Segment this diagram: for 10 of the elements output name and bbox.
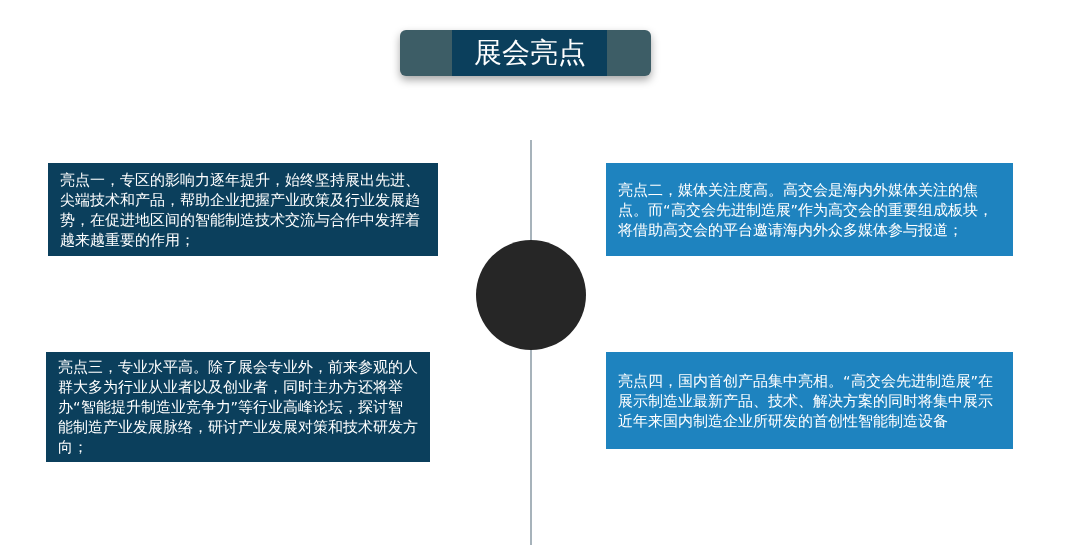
highlight-box [606,352,1013,449]
highlight-text: 亮点三，专业水平高。除了展会专业外，前来参观的人群大多为行业从业者以及创业者，同时主办方还将举办“智能提升制造业竞争力”等行业高峰论坛，探讨智能制造产业发展脉络，研讨产业发展对策和技术研发方向； [58,358,418,457]
highlight-box [48,163,438,256]
highlight-text: 亮点四，国内首创产品集中亮相。“高交会先进制造展”在展示制造业最新产品、技术、解决方案的同时将集中展示近年来国内制造企业所研发的首创性智能制造设备 [618,371,995,431]
highlight-text: 亮点二，媒体关注度高。高交会是海内外媒体关注的焦点。而“高交会先进制造展”作为高交会的重要组成板块，将借助高交会的平台邀请海内外众多媒体参与报道； [618,180,995,240]
highlight-text: 亮点一，专区的影响力逐年提升，始终坚持展出先进、尖端技术和产品，帮助企业把握产业政策及行业发展趋势，在促进地区间的智能制造技术交流与合作中发挥着越来越重要的作用； [60,170,421,250]
highlight-box [606,163,1013,256]
center-circle [476,240,586,350]
highlight-box [46,352,430,462]
title: 展会亮点 [452,30,607,76]
